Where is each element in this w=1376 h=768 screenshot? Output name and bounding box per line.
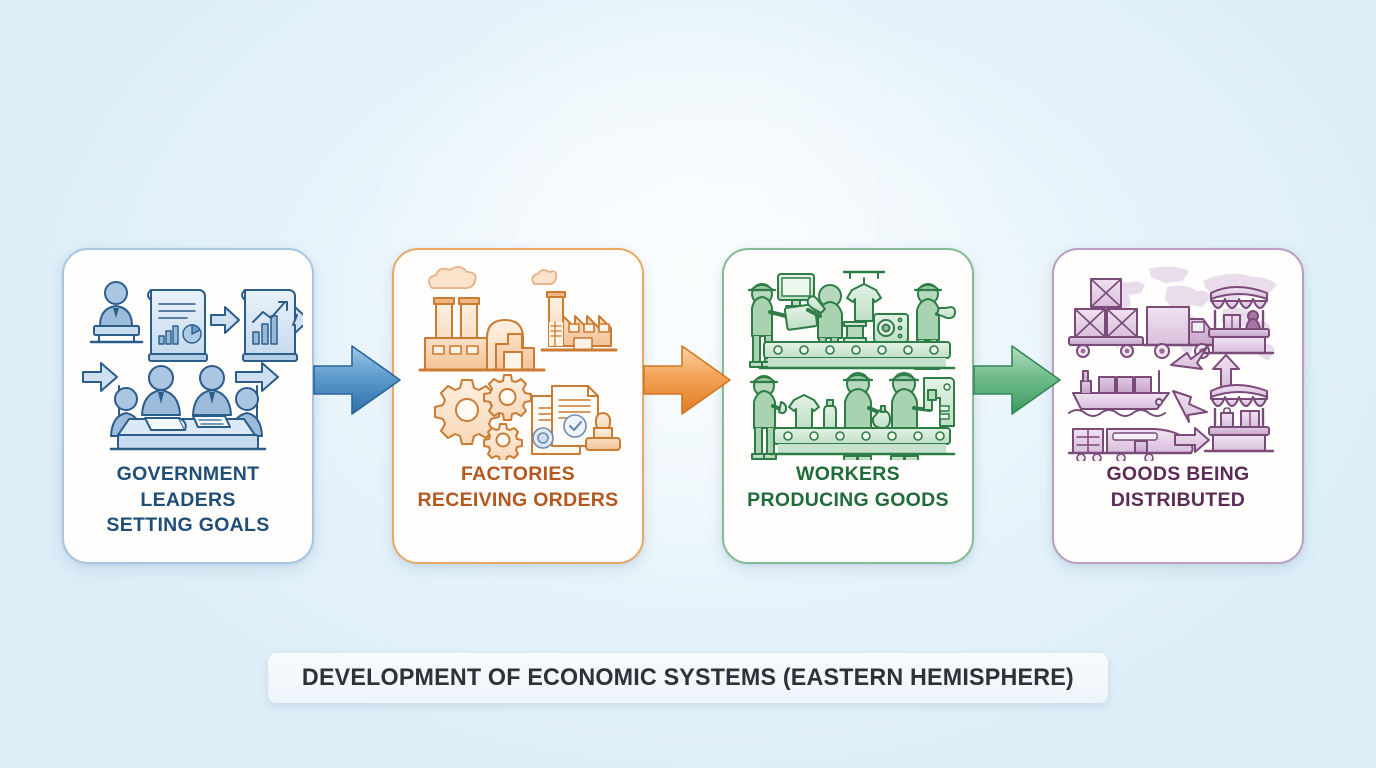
government-planning-icon (64, 250, 312, 462)
process-step-label-1: GOVERNMENT LEADERS SETTING GOALS (106, 463, 270, 537)
goods-distribution-icon (1054, 250, 1302, 462)
diagram-title-banner: DEVELOPMENT OF ECONOMIC SYSTEMS (EASTERN… (268, 653, 1108, 703)
process-step-card-2[interactable]: FACTORIES RECEIVING ORDERS (392, 248, 644, 564)
process-step-label-4: GOODS BEING DISTRIBUTED (1106, 463, 1250, 511)
factory-orders-icon (394, 250, 642, 462)
diagram-title: DEVELOPMENT OF ECONOMIC SYSTEMS (EASTERN… (302, 664, 1074, 691)
right-arrow-icon (972, 338, 1064, 422)
process-step-card-3[interactable]: WORKERS PRODUCING GOODS (722, 248, 974, 564)
workers-production-icon (724, 250, 972, 462)
right-arrow-icon (642, 338, 734, 422)
right-arrow-icon (312, 338, 404, 422)
process-step-card-1[interactable]: GOVERNMENT LEADERS SETTING GOALS (62, 248, 314, 564)
process-step-label-2: FACTORIES RECEIVING ORDERS (417, 463, 619, 511)
process-step-card-4[interactable]: GOODS BEING DISTRIBUTED (1052, 248, 1304, 564)
process-step-label-3: WORKERS PRODUCING GOODS (747, 463, 949, 511)
